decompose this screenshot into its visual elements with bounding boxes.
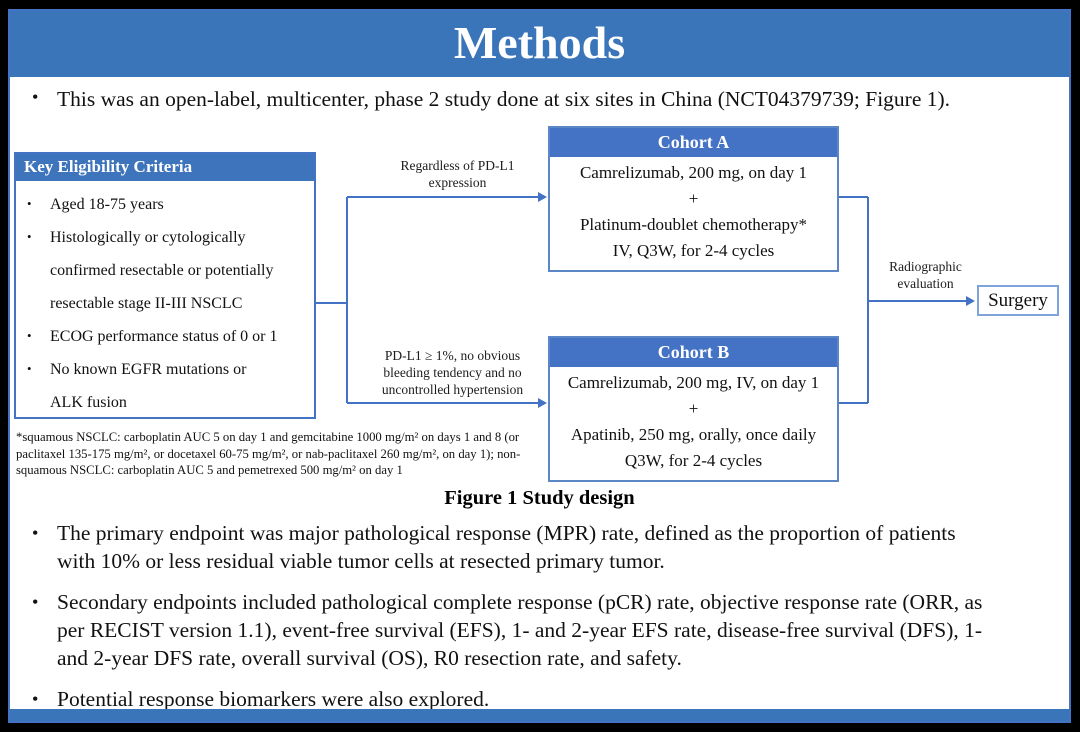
cohort-a-line: IV, Q3W, for 2-4 cycles <box>612 241 775 260</box>
methods-slide: Methods This was an open-label, multicen… <box>8 9 1071 723</box>
cohort-b-body: Camrelizumab, 200 mg, IV, on day 1 + Apa… <box>550 367 837 480</box>
cohort-a-box: Cohort A Camrelizumab, 200 mg, on day 1 … <box>548 126 839 272</box>
eligibility-item: ECOG performance status of 0 or 1 <box>24 320 310 353</box>
cohort-a-body: Camrelizumab, 200 mg, on day 1 + Platinu… <box>550 157 837 270</box>
branch-label-bottom: PD-L1 ≥ 1%, no obvious bleeding tendency… <box>381 348 524 397</box>
cohort-a-line: Camrelizumab, 200 mg, on day 1 <box>579 163 808 182</box>
cohort-b-box: Cohort B Camrelizumab, 200 mg, IV, on da… <box>548 336 839 482</box>
endpoints-section: The primary endpoint was major pathologi… <box>30 519 1056 726</box>
biomarkers-bullet: Potential response biomarkers were also … <box>30 685 1056 713</box>
eligibility-header: Key Eligibility Criteria <box>16 154 314 181</box>
cohort-a-line: + <box>688 189 699 208</box>
eligibility-item: Aged 18-75 years <box>24 188 310 221</box>
cohort-b-header: Cohort B <box>550 338 837 367</box>
eligibility-item: No known EGFR mutations or ALK fusion <box>24 353 310 419</box>
eligibility-list: Aged 18-75 years Histologically or cytol… <box>16 181 314 419</box>
cohort-b-line: + <box>688 399 699 418</box>
cohort-b-line: Camrelizumab, 200 mg, IV, on day 1 <box>567 373 820 392</box>
branch-label-top: Regardless of PD-L1 expression <box>400 158 515 190</box>
arrowhead-cohort-b <box>538 398 547 408</box>
figure-caption: Figure 1 Study design <box>444 487 635 509</box>
cohort-a-header: Cohort A <box>550 128 837 157</box>
cohort-a-line: Platinum-doublet chemotherapy* <box>579 215 808 234</box>
intro-bullet: This was an open-label, multicenter, pha… <box>30 87 1045 112</box>
arrowhead-surgery <box>966 296 975 306</box>
bottom-accent-bar <box>10 709 1069 721</box>
page-title: Methods <box>453 17 626 68</box>
surgery-box: Surgery <box>977 285 1059 316</box>
evaluation-label: Radiographic evaluation <box>889 259 962 291</box>
chemo-footnote: *squamous NSCLC: carboplatin AUC 5 on da… <box>16 430 521 477</box>
eligibility-box: Key Eligibility Criteria Aged 18-75 year… <box>14 152 316 419</box>
secondary-endpoints-bullet: Secondary endpoints included pathologica… <box>30 588 1056 672</box>
arrowhead-cohort-a <box>538 192 547 202</box>
title-banner: Methods <box>10 11 1069 77</box>
cohort-b-line: Q3W, for 2-4 cycles <box>624 451 763 470</box>
intro-section: This was an open-label, multicenter, pha… <box>30 87 1045 112</box>
cohort-b-line: Apatinib, 250 mg, orally, once daily <box>570 425 817 444</box>
eligibility-item: Histologically or cytologically confirme… <box>24 221 310 320</box>
primary-endpoint-bullet: The primary endpoint was major pathologi… <box>30 519 1056 575</box>
